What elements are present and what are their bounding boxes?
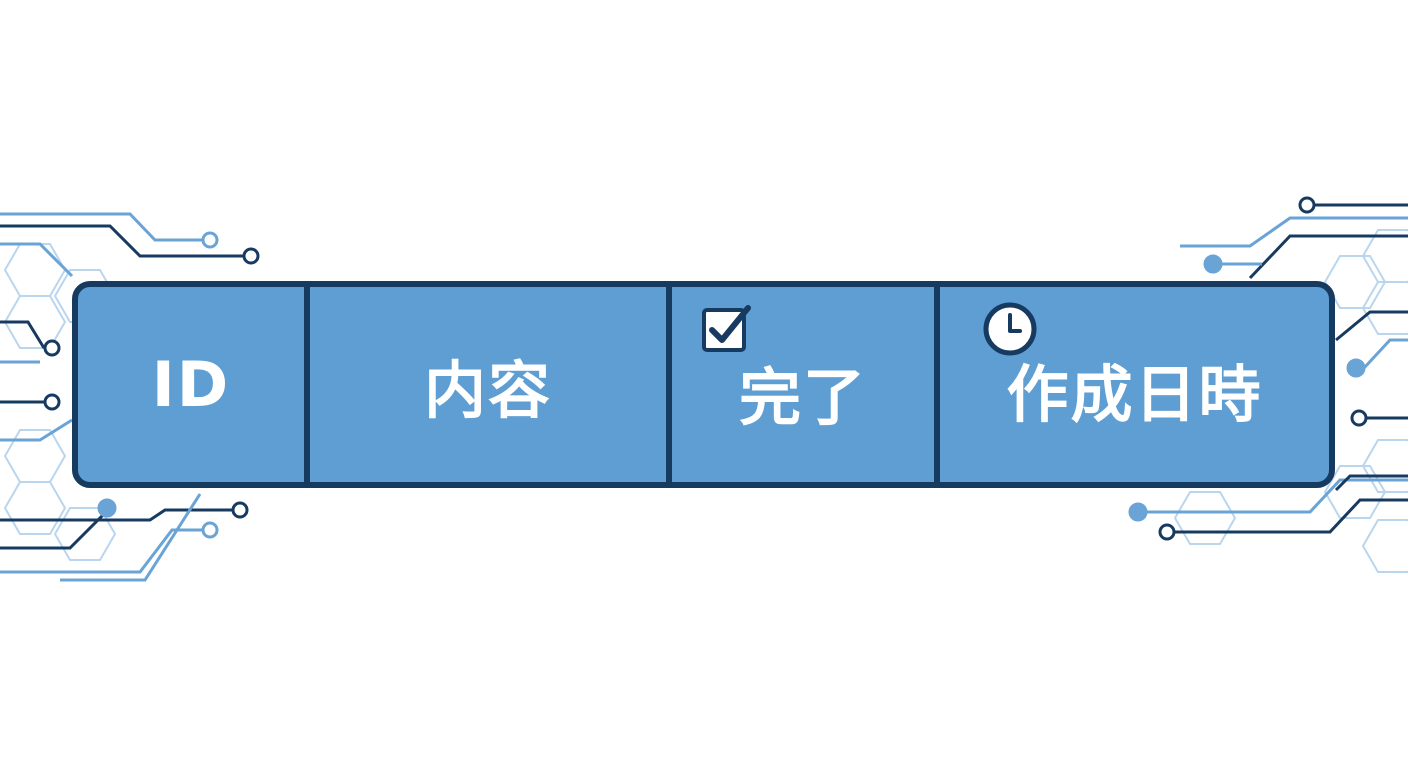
table-header-row: ID 内容 完了 作成日時 [72,281,1335,488]
column-header-created-label: 作成日時 [1006,357,1263,431]
circuit-nodes-left [43,231,260,539]
circuit-traces-left [0,212,244,582]
column-header-id[interactable]: ID [78,287,304,482]
column-header-done-label: 完了 [738,360,867,434]
column-header-content[interactable]: 内容 [304,287,666,482]
hexagon-pattern-right [1173,229,1408,573]
checkbox-checked-icon [702,305,751,352]
circuit-traces-right [1145,203,1408,534]
column-header-id-label: ID [151,348,231,421]
circuit-nodes-right [1128,196,1368,541]
column-header-created[interactable]: 作成日時 [934,287,1329,482]
column-header-done[interactable]: 完了 [666,287,934,482]
column-header-content-label: 内容 [423,353,552,427]
clock-icon [983,302,1037,356]
